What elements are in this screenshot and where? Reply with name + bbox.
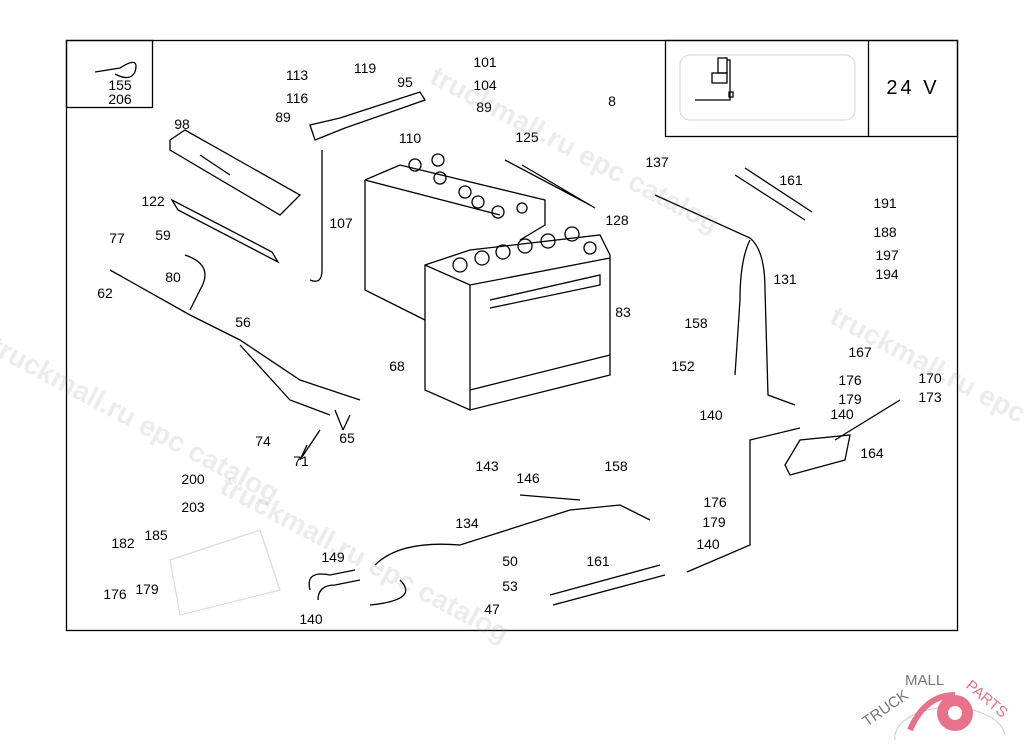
- part-label-182[interactable]: 182: [111, 535, 135, 551]
- battery-rear: [364, 153, 546, 321]
- part-label-170[interactable]: 170: [918, 370, 942, 386]
- part-label-176[interactable]: 176: [703, 494, 727, 510]
- bracket: [309, 91, 426, 141]
- part-label-134[interactable]: 134: [455, 515, 479, 531]
- part-label-53[interactable]: 53: [502, 578, 518, 594]
- vehicle-location-inset: [664, 39, 959, 138]
- part-label-155[interactable]: 155: [108, 77, 132, 93]
- part-label-206[interactable]: 206: [108, 91, 132, 107]
- part-label-140[interactable]: 140: [696, 536, 720, 552]
- part-label-56[interactable]: 56: [235, 314, 251, 330]
- part-label-119[interactable]: 119: [353, 60, 377, 76]
- part-label-140[interactable]: 140: [699, 407, 723, 423]
- part-label-50[interactable]: 50: [502, 553, 518, 569]
- part-label-95[interactable]: 95: [397, 74, 413, 90]
- part-label-140[interactable]: 140: [299, 611, 323, 627]
- part-label-128[interactable]: 128: [605, 212, 629, 228]
- battery-strip: [170, 198, 280, 264]
- part-label-89[interactable]: 89: [476, 99, 492, 115]
- part-label-68[interactable]: 68: [389, 358, 405, 374]
- part-label-161[interactable]: 161: [586, 553, 610, 569]
- plate-164: [784, 434, 851, 476]
- part-label-197[interactable]: 197: [875, 247, 899, 263]
- part-label-191[interactable]: 191: [873, 195, 897, 211]
- part-label-140[interactable]: 140: [830, 406, 854, 422]
- part-label-104[interactable]: 104: [473, 77, 497, 93]
- part-label-194[interactable]: 194: [875, 266, 899, 282]
- part-label-176[interactable]: 176: [838, 372, 862, 388]
- part-label-173[interactable]: 173: [918, 389, 942, 405]
- vehicle-outline-icon: [679, 54, 856, 121]
- part-label-161[interactable]: 161: [779, 172, 803, 188]
- part-label-47[interactable]: 47: [484, 601, 500, 617]
- part-label-200[interactable]: 200: [181, 471, 205, 487]
- part-label-59[interactable]: 59: [155, 227, 171, 243]
- part-label-143[interactable]: 143: [475, 458, 499, 474]
- part-label-77[interactable]: 77: [109, 230, 125, 246]
- part-label-125[interactable]: 125: [515, 129, 539, 145]
- part-label-149[interactable]: 149: [321, 549, 345, 565]
- cable-134: [369, 494, 651, 606]
- part-label-188[interactable]: 188: [873, 224, 897, 240]
- part-label-116[interactable]: 116: [285, 90, 309, 106]
- part-label-152[interactable]: 152: [671, 358, 695, 374]
- cable-tie-inset: [65, 39, 154, 109]
- part-label-113[interactable]: 113: [285, 67, 309, 83]
- part-label-137[interactable]: 137: [645, 154, 669, 170]
- part-label-167[interactable]: 167: [848, 344, 872, 360]
- part-label-89[interactable]: 89: [275, 109, 291, 125]
- gear-icon: [907, 692, 973, 732]
- part-label-185[interactable]: 185: [144, 527, 168, 543]
- part-label-158[interactable]: 158: [604, 458, 628, 474]
- part-label-65[interactable]: 65: [339, 430, 355, 446]
- battery-front: [424, 226, 611, 411]
- sleeve-161b: [549, 564, 666, 606]
- part-label-131[interactable]: 131: [773, 271, 797, 287]
- part-label-71[interactable]: 71: [293, 453, 309, 469]
- battery-hold-down: [169, 129, 302, 216]
- svg-text:TRUCK: TRUCK: [860, 687, 912, 731]
- part-label-203[interactable]: 203: [181, 499, 205, 515]
- tie-rod: [309, 150, 323, 282]
- svg-text:MALL: MALL: [905, 672, 944, 689]
- cable-131: [654, 194, 796, 406]
- cable-tie-icon: [94, 61, 137, 79]
- part-label-83[interactable]: 83: [615, 304, 631, 320]
- part-label-179[interactable]: 179: [702, 514, 726, 530]
- part-label-62[interactable]: 62: [97, 285, 113, 301]
- diagram-frame: [65, 39, 959, 632]
- part-label-176[interactable]: 176: [103, 586, 127, 602]
- part-label-80[interactable]: 80: [165, 269, 181, 285]
- part-label-110[interactable]: 110: [398, 130, 422, 146]
- part-label-179[interactable]: 179: [135, 581, 159, 597]
- part-label-101[interactable]: 101: [473, 54, 497, 70]
- callout-lines: [299, 399, 901, 573]
- part-label-8[interactable]: 8: [608, 93, 616, 109]
- part-label-74[interactable]: 74: [255, 433, 271, 449]
- voltage-label: 24 V: [886, 76, 940, 99]
- part-label-98[interactable]: 98: [174, 116, 190, 132]
- cable-125: [504, 159, 596, 209]
- truckmall-parts-logo: TRUCK MALL PARTS: [860, 672, 1011, 741]
- starter-ghost: [169, 529, 281, 616]
- part-label-164[interactable]: 164: [860, 445, 884, 461]
- part-label-158[interactable]: 158: [684, 315, 708, 331]
- cable-56: [109, 254, 361, 416]
- part-label-146[interactable]: 146: [516, 470, 540, 486]
- part-label-107[interactable]: 107: [329, 215, 353, 231]
- part-label-122[interactable]: 122: [141, 193, 165, 209]
- boot-149: [308, 569, 361, 601]
- part-label-179[interactable]: 179: [838, 391, 862, 407]
- sleeve-161: [734, 167, 813, 221]
- cable-158: [734, 239, 751, 376]
